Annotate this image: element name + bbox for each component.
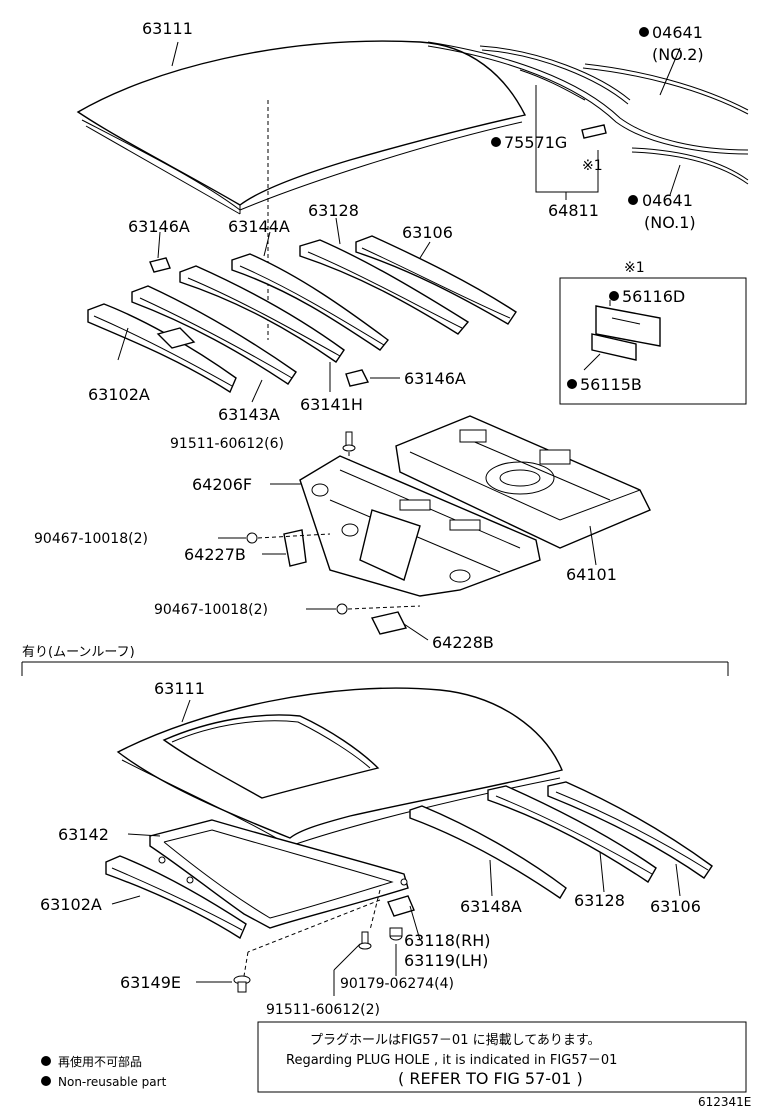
sunroof-frame-63142 bbox=[149, 819, 409, 929]
rear-floor-panel-64101 bbox=[395, 415, 651, 549]
bolt-91511-6 bbox=[342, 431, 356, 452]
non-reusable-dot-icon bbox=[639, 27, 649, 37]
label-63119: 63119(LH) bbox=[404, 951, 488, 970]
bracket-64228b bbox=[370, 611, 408, 635]
nut-90179 bbox=[389, 927, 403, 941]
legend-en-text: Non-reusable part bbox=[58, 1075, 167, 1089]
non-reusable-dot-icon bbox=[41, 1056, 51, 1066]
clip-63149e bbox=[233, 975, 251, 993]
label-63143a: 63143A bbox=[218, 405, 280, 424]
label-90467-b: 90467-10018(2) bbox=[154, 602, 268, 618]
roof-bow-63144a bbox=[231, 253, 389, 351]
roof-bow-63143a bbox=[131, 285, 297, 385]
moonroof-section-frame bbox=[21, 661, 729, 676]
non-reusable-dot-icon bbox=[41, 1076, 51, 1086]
label-04641-no1: 04641 bbox=[642, 191, 693, 210]
legend bbox=[41, 1056, 51, 1086]
bracket-64227b bbox=[283, 529, 307, 567]
non-reusable-dot-icon bbox=[628, 195, 638, 205]
roof-bow-63141h bbox=[179, 265, 345, 363]
detail-box-ref1 bbox=[559, 277, 747, 405]
label-63118: 63118(RH) bbox=[404, 931, 491, 950]
roof-header-63102a-moonroof bbox=[105, 855, 247, 940]
clip-63146a-right bbox=[345, 369, 370, 387]
label-63111-top: 63111 bbox=[142, 19, 193, 38]
label-63111-moonroof: 63111 bbox=[154, 679, 205, 698]
screw-90467-b bbox=[336, 603, 348, 615]
label-63146a-right: 63146A bbox=[404, 369, 466, 388]
note-ref-text: ( REFER TO FIG 57-01 ) bbox=[398, 1069, 583, 1088]
label-63106-moonroof: 63106 bbox=[650, 897, 701, 916]
non-reusable-dot-icon bbox=[491, 137, 501, 147]
non-reusable-dot-icon bbox=[567, 379, 577, 389]
windshield-moldings bbox=[427, 41, 749, 185]
label-56115b: 56115B bbox=[580, 375, 642, 394]
label-64811: 64811 bbox=[548, 201, 599, 220]
label-91511-6: 91511-60612(6) bbox=[170, 436, 284, 452]
label-63142: 63142 bbox=[58, 825, 109, 844]
roof-bow-63106-moonroof bbox=[547, 781, 713, 879]
label-64206f: 64206F bbox=[192, 475, 252, 494]
bracket-63118-63119 bbox=[387, 895, 415, 917]
package-tray-panel-64206f bbox=[299, 455, 541, 597]
note-en-text: Regarding PLUG HOLE , it is indicated in… bbox=[286, 1053, 617, 1068]
roof-bow-63128-top bbox=[299, 239, 470, 335]
label-91511-2: 91511-60612(2) bbox=[266, 1002, 380, 1018]
label-ref1-b: ※1 bbox=[624, 260, 645, 276]
roof-header-63102a-top bbox=[87, 303, 237, 394]
label-63146a-left: 63146A bbox=[128, 217, 190, 236]
label-64228b: 64228B bbox=[432, 633, 494, 652]
section-title-moonroof: 有り(ムーンルーフ) bbox=[22, 645, 135, 660]
label-63102a-top: 63102A bbox=[88, 385, 150, 404]
label-ref1-a: ※1 bbox=[582, 158, 603, 174]
legend-jp-text: 再使用不可部品 bbox=[58, 1054, 142, 1069]
note-box bbox=[257, 1021, 747, 1093]
note-jp-text: プラグホールはFIG57－01 に掲載してあります。 bbox=[310, 1032, 601, 1048]
label-63148a: 63148A bbox=[460, 897, 522, 916]
clip-63146a-left bbox=[149, 257, 171, 273]
label-63149e: 63149E bbox=[120, 973, 181, 992]
label-04641-no2: 04641 bbox=[652, 23, 703, 42]
label-63128-moonroof: 63128 bbox=[574, 891, 625, 910]
label-04641-no2-sub: (NO.2) bbox=[652, 45, 704, 64]
label-75571g: 75571G bbox=[504, 133, 567, 152]
label-63128-top: 63128 bbox=[308, 201, 359, 220]
label-63144a: 63144A bbox=[228, 217, 290, 236]
bolt-91511-2 bbox=[358, 931, 372, 950]
label-64227b: 64227B bbox=[184, 545, 246, 564]
label-90467-a: 90467-10018(2) bbox=[34, 531, 148, 547]
figure-code: 612341E bbox=[698, 1095, 751, 1109]
label-63106-top: 63106 bbox=[402, 223, 453, 242]
roof-bow-63148a bbox=[409, 805, 567, 899]
screw-90467-a bbox=[246, 532, 258, 544]
non-reusable-dot-icon bbox=[609, 291, 619, 301]
roof-bow-63128-moonroof bbox=[487, 785, 657, 883]
label-64101: 64101 bbox=[566, 565, 617, 584]
label-63102a-moonroof: 63102A bbox=[40, 895, 102, 914]
label-63141h: 63141H bbox=[300, 395, 363, 414]
roof-panel-63111-moonroof bbox=[116, 687, 563, 847]
label-90179: 90179-06274(4) bbox=[340, 976, 454, 992]
roof-bow-63106 bbox=[355, 235, 517, 325]
label-56116d: 56116D bbox=[622, 287, 685, 306]
roof-panel-63111-top bbox=[76, 40, 527, 215]
label-04641-no1-sub: (NO.1) bbox=[644, 213, 696, 232]
